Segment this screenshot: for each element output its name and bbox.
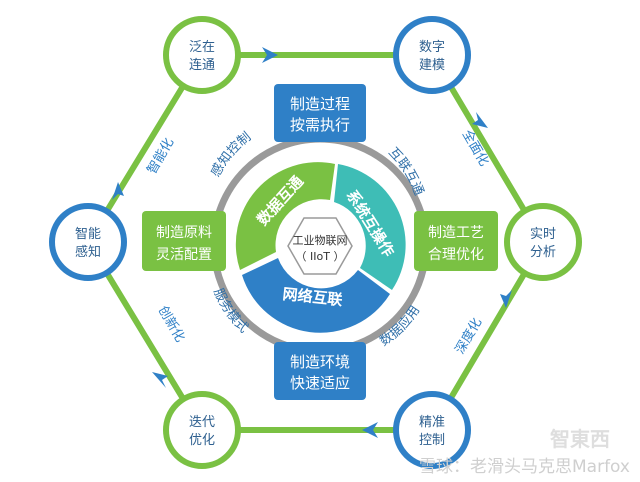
node-left-circle bbox=[49, 203, 127, 281]
center-hexagon bbox=[287, 217, 353, 275]
node-bottom-right: 精准 控制 bbox=[393, 391, 471, 469]
node-left-line1: 智能 bbox=[75, 227, 101, 242]
ring-label-bottom-left: 服务模式 bbox=[210, 286, 251, 336]
node-top-right-line1: 数字 bbox=[419, 40, 445, 55]
node-left: 智能 感知 bbox=[49, 203, 127, 281]
node-right-line1: 实时 bbox=[530, 227, 556, 242]
box-top-line1: 制造过程 bbox=[290, 95, 350, 113]
node-bottom-left-line2: 优化 bbox=[189, 433, 215, 448]
node-bottom-right-line2: 控制 bbox=[419, 433, 445, 448]
center-title: 工业物联网 bbox=[293, 233, 348, 247]
segment-network bbox=[242, 258, 390, 333]
arrow-right bbox=[500, 290, 512, 308]
arrow-top bbox=[262, 47, 278, 63]
core-segments bbox=[235, 162, 406, 333]
box-top: 制造过程 按需执行 bbox=[274, 84, 366, 142]
box-left-line1: 制造原料 bbox=[156, 225, 212, 241]
box-top-line2: 按需执行 bbox=[290, 116, 350, 134]
arrow-left bbox=[112, 182, 124, 200]
box-bottom-line2: 快速适应 bbox=[290, 374, 350, 392]
box-bottom-bg bbox=[274, 342, 366, 400]
node-bottom-right-circle bbox=[393, 391, 471, 469]
node-top-right: 数字 建模 bbox=[393, 16, 471, 94]
arrow-bottom bbox=[362, 422, 378, 438]
node-top-left-circle bbox=[163, 16, 241, 94]
watermark-logo: 智東西 bbox=[550, 427, 610, 451]
watermark-text: 雪球：老滑头马克思Marfox bbox=[419, 457, 630, 477]
node-right-circle bbox=[504, 203, 582, 281]
node-bottom-right-line1: 精准 bbox=[419, 415, 445, 430]
node-top-left-line1: 泛在 bbox=[189, 40, 215, 55]
edge-label-left: 创新化 bbox=[155, 303, 188, 345]
node-left-line2: 感知 bbox=[75, 244, 101, 260]
flow-arrows bbox=[112, 47, 512, 438]
box-left-line2: 灵活配置 bbox=[156, 247, 212, 263]
node-right-line2: 分析 bbox=[530, 245, 556, 260]
box-top-bg bbox=[274, 84, 366, 142]
node-top-left: 泛在 连通 bbox=[163, 16, 241, 94]
node-bottom-left-line1: 迭代 bbox=[189, 415, 215, 430]
segment-system-interop bbox=[334, 164, 406, 290]
node-bottom-left: 迭代 优化 bbox=[163, 391, 241, 469]
box-right-line2: 合理优化 bbox=[428, 247, 484, 263]
node-right: 实时 分析 bbox=[504, 203, 582, 281]
segment-data-exchange bbox=[235, 162, 335, 270]
box-right: 制造工艺 合理优化 bbox=[414, 211, 498, 271]
arrow-top-right bbox=[472, 112, 488, 128]
box-left-bg bbox=[142, 211, 226, 271]
box-left: 制造原料 灵活配置 bbox=[142, 211, 226, 271]
node-top-right-line2: 建模 bbox=[419, 58, 445, 73]
node-top-right-circle bbox=[393, 16, 471, 94]
arrow-bottom-left bbox=[152, 372, 168, 388]
box-right-line1: 制造工艺 bbox=[428, 225, 484, 241]
node-bottom-left-circle bbox=[163, 391, 241, 469]
box-bottom: 制造环境 快速适应 bbox=[274, 342, 366, 400]
box-right-bg bbox=[414, 211, 498, 271]
center-subtitle: （ IIoT ） bbox=[296, 250, 345, 263]
node-top-left-line2: 连通 bbox=[189, 57, 215, 73]
box-bottom-line1: 制造环境 bbox=[290, 353, 350, 371]
